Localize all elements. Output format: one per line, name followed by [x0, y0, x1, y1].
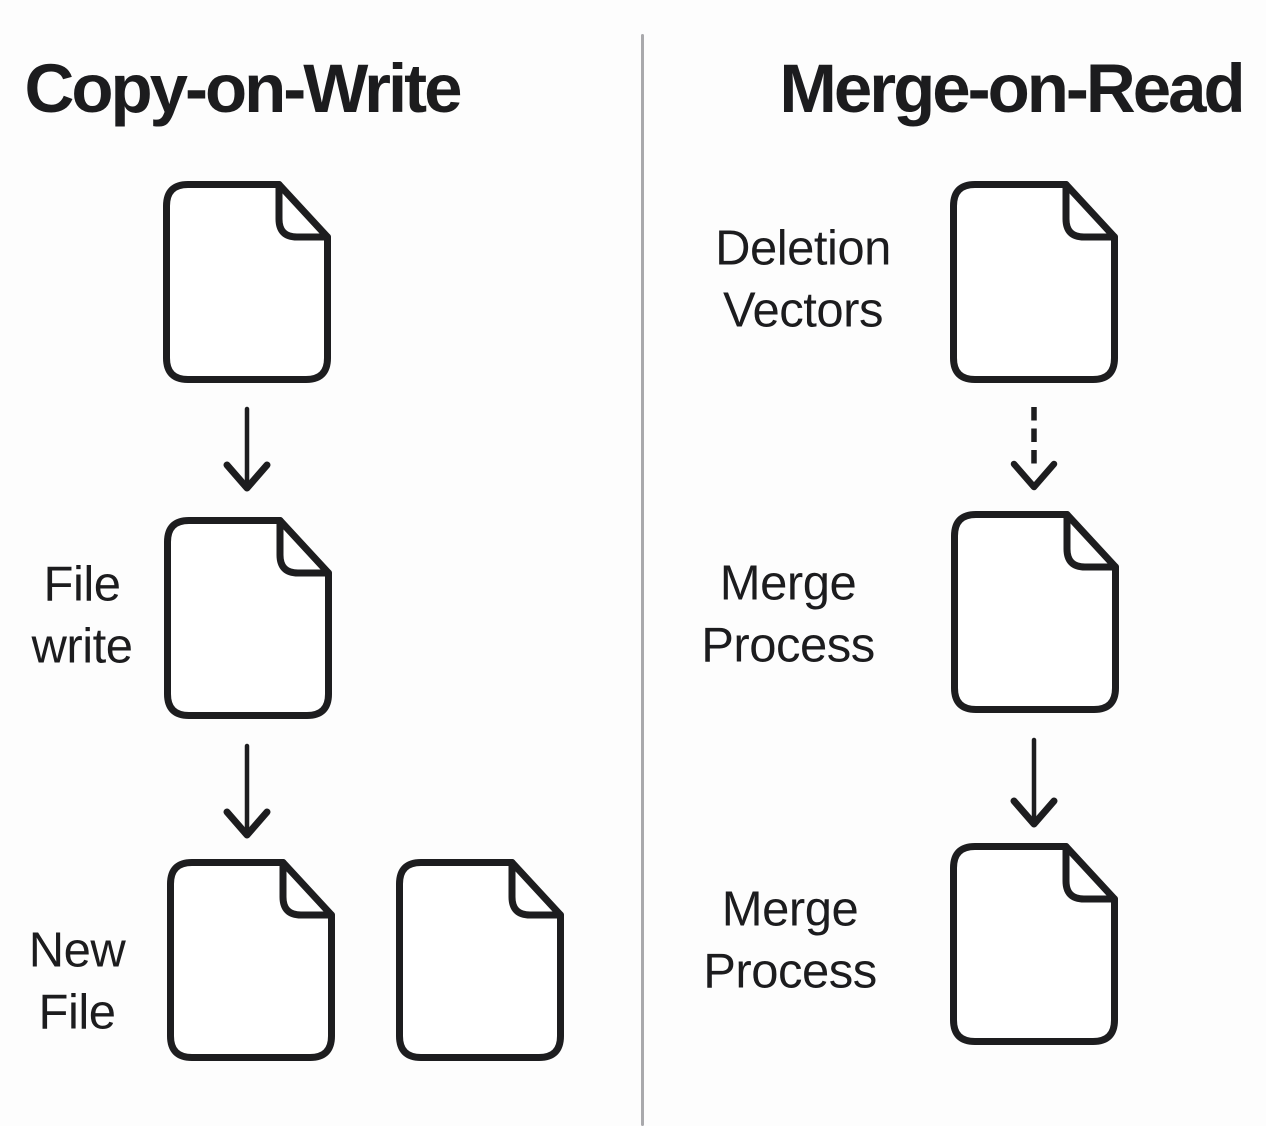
- file-icon: [166, 858, 336, 1062]
- merge-process-label: Merge Process: [701, 556, 875, 672]
- merge-process-label: Merge Process: [703, 882, 877, 998]
- merge-on-read-title: Merge-on-Read: [779, 50, 1245, 127]
- file-icon: [163, 516, 333, 720]
- new-file-label: New File: [28, 923, 126, 1039]
- arrow-down-icon: [1010, 737, 1058, 828]
- arrow-down-icon: [223, 743, 271, 839]
- file-write-label: File write: [31, 557, 133, 673]
- copy-on-write-title: Copy-on-Write: [24, 50, 462, 127]
- dashed-arrow-down-icon: [1010, 407, 1058, 491]
- file-icon: [949, 180, 1119, 384]
- file-icon: [162, 180, 332, 384]
- file-icon: [395, 858, 565, 1062]
- file-icon: [949, 842, 1119, 1046]
- file-icon: [950, 510, 1120, 714]
- column-divider: [641, 34, 644, 1126]
- arrow-down-icon: [223, 406, 271, 492]
- deletion-vectors-label: Deletion Vectors: [715, 221, 891, 337]
